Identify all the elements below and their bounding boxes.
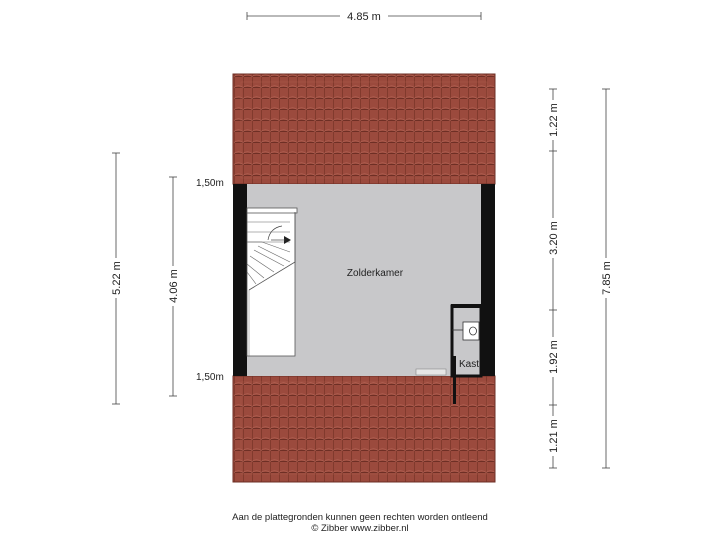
copyright-text: © Zibber www.zibber.nl (311, 523, 409, 534)
wall-right (481, 184, 495, 376)
dim-right-bottom: 1.21 m (548, 419, 560, 453)
height-mark-lower: 1,50m (196, 372, 224, 383)
disclaimer-text: Aan de plattegronden kunnen geen rechten… (232, 512, 488, 523)
dim-right-top: 1.22 m (548, 103, 560, 137)
stair-arrow-icon (284, 236, 291, 244)
boiler-icon (462, 321, 480, 341)
dim-left-outer: 5.22 m (111, 261, 123, 295)
roof-upper (233, 74, 495, 184)
dim-top-width: 4.85 m (347, 11, 381, 23)
dim-right-total: 7.85 m (601, 261, 613, 295)
roof-lower (233, 376, 495, 482)
height-mark-upper: 1,50m (196, 178, 224, 189)
floor-hatch (415, 368, 447, 376)
dim-right-lower: 1.92 m (548, 340, 560, 374)
wall-left (233, 184, 247, 376)
dim-left-inner: 4.06 m (168, 269, 180, 303)
staircase (246, 207, 298, 357)
room-label-zolderkamer: Zolderkamer (347, 268, 404, 279)
closet (450, 304, 483, 404)
room-label-kast: Kast (459, 359, 479, 370)
dim-right-middle: 3.20 m (548, 221, 560, 255)
